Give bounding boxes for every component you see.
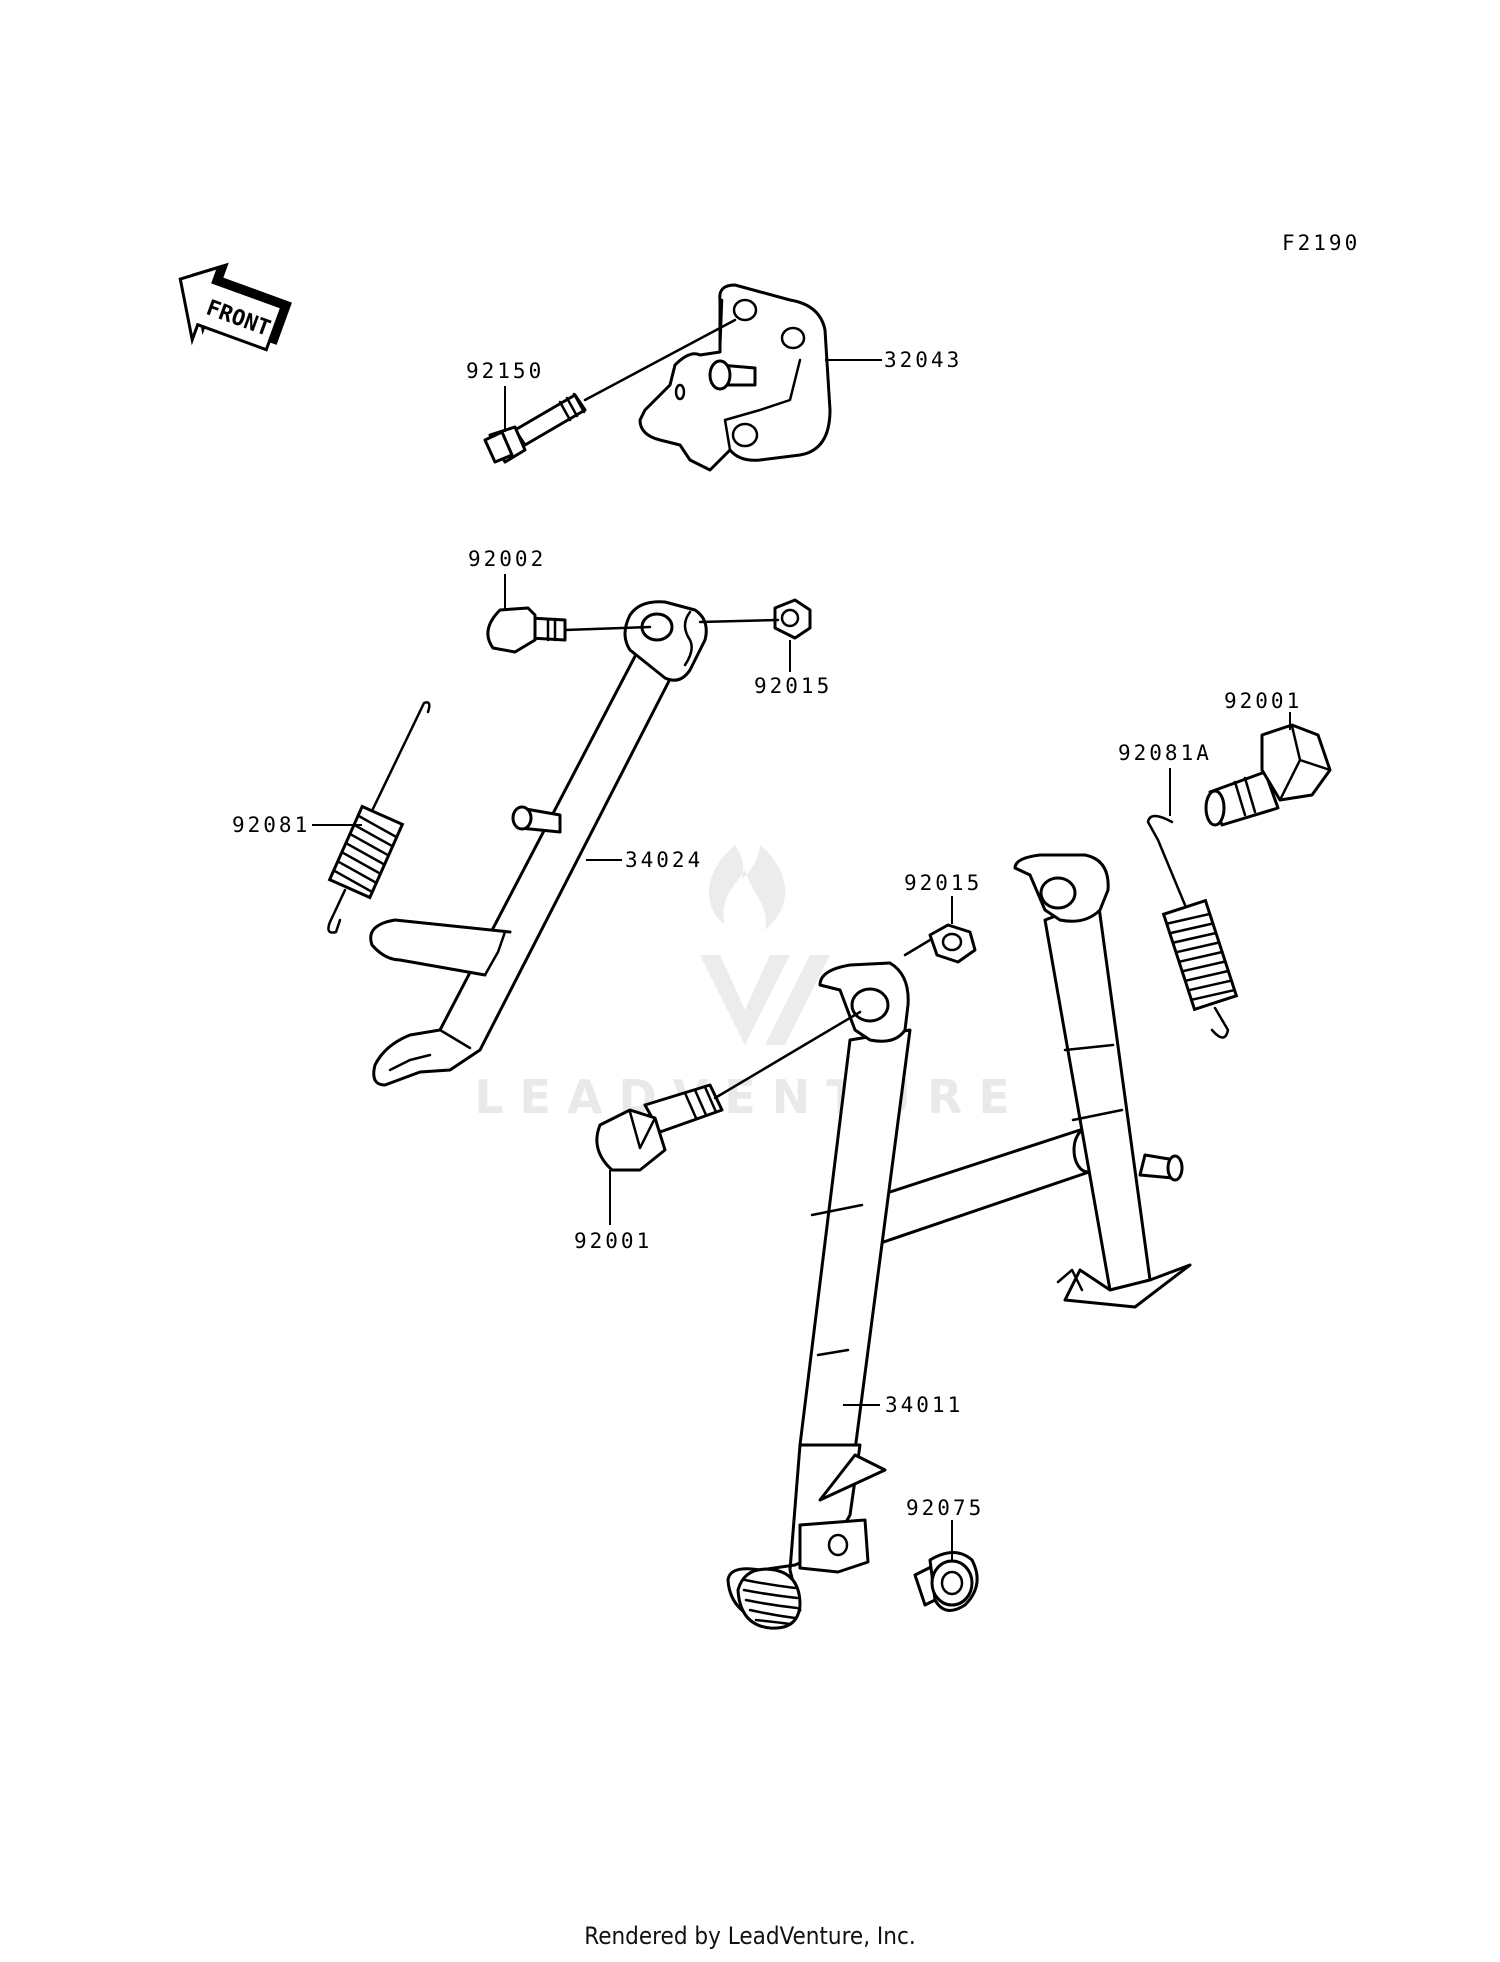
center-stand-34011	[726, 853, 1192, 1630]
footer-credit: Rendered by LeadVenture, Inc.	[584, 1922, 916, 1950]
nut-92015-upper	[698, 598, 812, 640]
callout-34024: 34024	[625, 848, 703, 872]
spring-92081A	[1146, 814, 1239, 1039]
callout-92001-left: 92001	[574, 1229, 652, 1253]
bolt-92001-left	[595, 1010, 862, 1172]
spring-92081	[327, 701, 431, 934]
bolt-92150	[483, 318, 737, 464]
callout-34011: 34011	[885, 1393, 963, 1417]
watermark: LEADVENTURE	[474, 845, 1026, 1124]
callout-32043: 32043	[884, 348, 962, 372]
front-arrow-icon: FRONT	[178, 262, 292, 352]
callout-92081: 92081	[232, 813, 310, 837]
watermark-text: LEADVENTURE	[474, 1070, 1026, 1124]
callout-92001-right: 92001	[1224, 689, 1302, 713]
nut-92015-lower	[903, 923, 977, 964]
callout-92150: 92150	[466, 359, 544, 383]
bracket-32043	[638, 283, 832, 472]
callout-92075: 92075	[906, 1496, 984, 1520]
stopper-92075	[913, 1551, 979, 1612]
callout-92015-lower: 92015	[904, 871, 982, 895]
callout-92081A: 92081A	[1118, 741, 1212, 765]
bolt-92002	[486, 606, 652, 654]
figure-code: F2190	[1282, 231, 1360, 255]
bolt-92001-right	[1204, 723, 1332, 827]
callout-92002: 92002	[468, 547, 546, 571]
side-stand-34024	[369, 600, 708, 1087]
callout-92015-upper: 92015	[754, 674, 832, 698]
